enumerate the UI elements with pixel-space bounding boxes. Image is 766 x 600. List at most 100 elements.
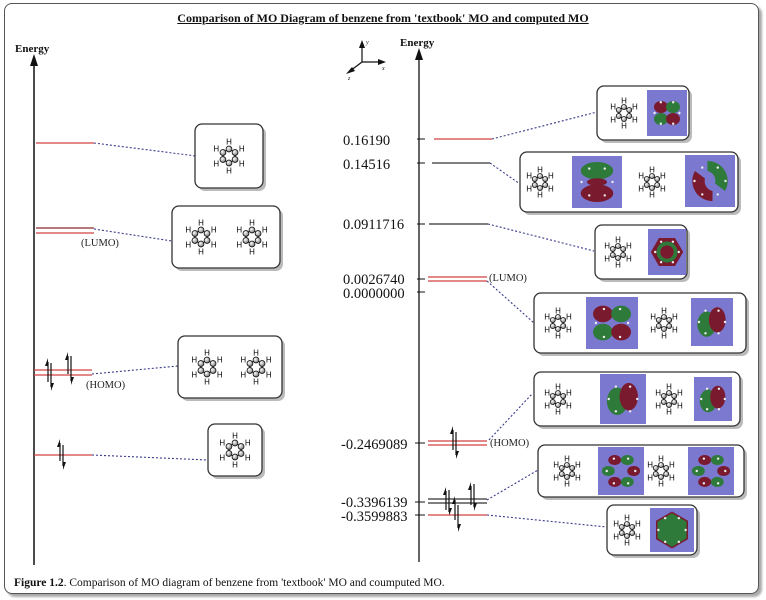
- svg-text:H: H: [198, 218, 204, 227]
- svg-text:H: H: [669, 461, 675, 470]
- svg-text:H: H: [566, 401, 572, 410]
- left-energy-axis: Energy: [15, 43, 50, 565]
- svg-text:H: H: [610, 115, 616, 124]
- x-axis-label: x: [381, 66, 385, 72]
- svg-text:H: H: [213, 145, 219, 154]
- svg-text:H: H: [555, 408, 561, 417]
- svg-text:H: H: [544, 401, 550, 410]
- svg-text:H: H: [548, 184, 554, 193]
- figure-caption: Figure 1.2. Comparison of MO diagram of …: [14, 577, 445, 589]
- svg-text:H: H: [638, 172, 644, 181]
- svg-text:H: H: [661, 332, 667, 341]
- svg-text:H: H: [647, 473, 653, 482]
- tick-0.0000000: 0.0000000: [343, 286, 425, 302]
- svg-text:H: H: [604, 254, 610, 263]
- left-level-pi45-lumo: (LUMO): [36, 227, 173, 249]
- svg-text:H: H: [262, 226, 268, 235]
- svg-text:H: H: [266, 370, 272, 379]
- left-lumo-label: (LUMO): [81, 238, 119, 249]
- orbital-isosurface-image: [694, 377, 732, 421]
- tick-minus-0.2469089: -0.2469089: [341, 437, 425, 453]
- svg-text:H: H: [217, 356, 223, 365]
- svg-text:H: H: [226, 167, 232, 176]
- right-level-minus-0.3396139: [428, 469, 539, 516]
- svg-text:H: H: [236, 240, 242, 249]
- caption-label: Figure 1.2: [14, 577, 64, 589]
- left-axis-arrow-icon: [30, 54, 38, 66]
- svg-text:H: H: [632, 103, 638, 112]
- svg-text:H: H: [217, 370, 223, 379]
- tick-label: -0.3396139: [341, 495, 407, 511]
- svg-text:H: H: [666, 382, 672, 391]
- orbital-isosurface-image: [600, 374, 646, 424]
- svg-text:H: H: [661, 306, 667, 315]
- orbital-isosurface-image: [688, 447, 734, 495]
- right-homo-label: (HOMO): [490, 438, 530, 449]
- svg-text:H: H: [185, 240, 191, 249]
- svg-text:H: H: [239, 159, 245, 168]
- svg-text:H: H: [249, 218, 255, 227]
- electron-pair-icon: [57, 439, 66, 470]
- svg-text:H: H: [658, 480, 664, 489]
- svg-text:H: H: [198, 248, 204, 257]
- right-axis-arrow-icon: [415, 48, 423, 60]
- svg-text:H: H: [555, 382, 561, 391]
- svg-text:H: H: [613, 520, 619, 529]
- svg-text:H: H: [626, 254, 632, 263]
- orbital-isosurface-image: [586, 297, 638, 349]
- svg-text:H: H: [672, 313, 678, 322]
- orbital-isosurface-image: [647, 90, 687, 136]
- svg-text:H: H: [236, 226, 242, 235]
- tick-label: -0.3599883: [341, 509, 407, 525]
- svg-text:H: H: [575, 473, 581, 482]
- svg-text:H: H: [621, 96, 627, 105]
- svg-text:H: H: [677, 401, 683, 410]
- electron-pair-icon: [452, 496, 461, 532]
- svg-text:H: H: [564, 480, 570, 489]
- left-level-pi23-homo: (HOMO): [34, 352, 179, 391]
- tick-label: 0.16190: [343, 133, 390, 149]
- svg-text:H: H: [650, 325, 656, 334]
- svg-text:H: H: [262, 240, 268, 249]
- tick-label: -0.2469089: [341, 437, 407, 453]
- svg-text:H: H: [660, 184, 666, 193]
- svg-text:H: H: [566, 389, 572, 398]
- right-axis-ticks: 0.16190 0.14516 0.0911716 0.0026740 0.00…: [341, 133, 425, 525]
- figure-title: Comparison of MO Diagram of benzene from…: [177, 11, 589, 25]
- svg-text:H: H: [232, 431, 238, 440]
- left-axis-label: Energy: [15, 43, 50, 55]
- svg-text:H: H: [185, 226, 191, 235]
- svg-text:H: H: [669, 473, 675, 482]
- tick-0.16190: 0.16190: [343, 133, 425, 149]
- svg-text:H: H: [245, 439, 251, 448]
- svg-text:H: H: [621, 122, 627, 131]
- svg-text:H: H: [544, 313, 550, 322]
- svg-text:H: H: [204, 348, 210, 357]
- svg-text:H: H: [266, 356, 272, 365]
- tick-label: 0.0026740: [343, 272, 405, 288]
- svg-text:H: H: [232, 461, 238, 470]
- svg-text:H: H: [211, 240, 217, 249]
- svg-text:H: H: [211, 226, 217, 235]
- right-level-0.14516: [432, 162, 521, 185]
- electron-pair-icon: [450, 426, 459, 459]
- svg-text:H: H: [544, 389, 550, 398]
- svg-text:H: H: [658, 454, 664, 463]
- svg-text:H: H: [245, 453, 251, 462]
- caption-text: . Comparison of MO diagram of benzene fr…: [63, 577, 445, 589]
- svg-text:H: H: [566, 313, 572, 322]
